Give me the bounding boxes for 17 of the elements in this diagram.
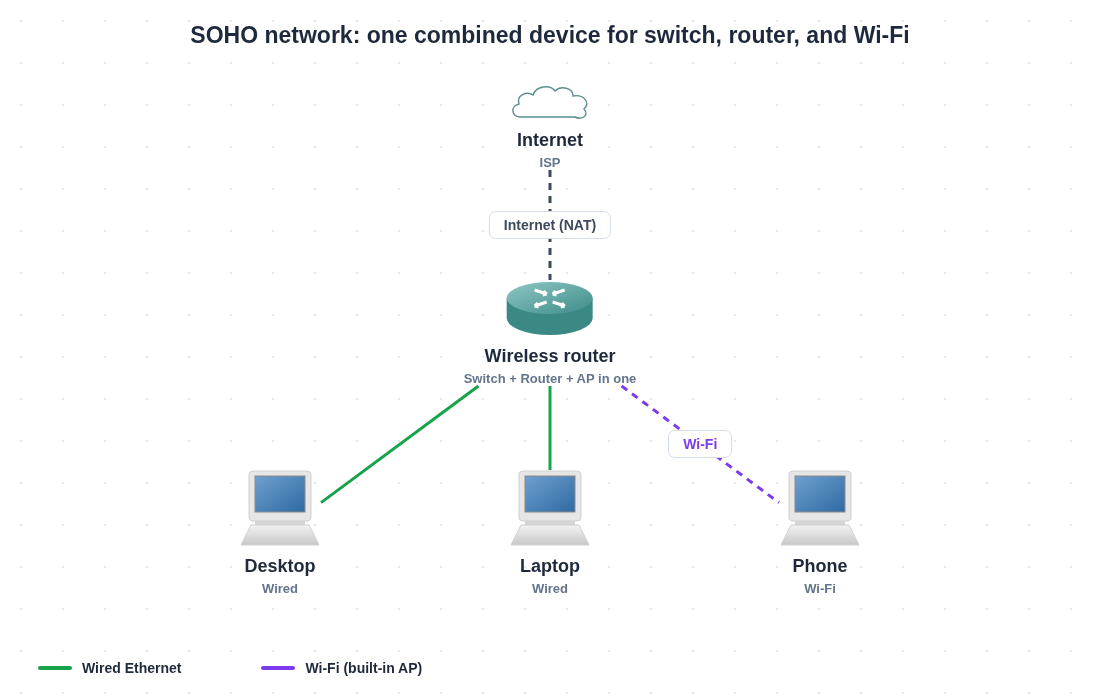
connector-line <box>548 386 552 470</box>
edge-label: Wi-Fi <box>668 430 733 459</box>
edge-label: Internet (NAT) <box>488 211 612 239</box>
device-label: Laptop <box>520 556 580 577</box>
diagram-title: SOHO network: one combined device for switch, router, and Wi-Fi <box>189 22 911 49</box>
device-label: Desktop <box>244 556 316 577</box>
node-subtitle: ISP <box>539 155 561 170</box>
cloud-label: Internet <box>517 130 583 151</box>
connector-line <box>320 384 480 504</box>
device-label: Wireless router <box>484 346 616 367</box>
node-subtitle: Wired <box>262 581 298 596</box>
node-subtitle: Wi-Fi <box>804 581 836 596</box>
legend-label: Wi-Fi (built-in AP) <box>305 660 423 676</box>
device-label: Phone <box>792 556 848 577</box>
node-subtitle: Wired <box>532 581 568 596</box>
legend-label: Wired Ethernet <box>82 660 182 676</box>
node-subtitle: Switch + Router + AP in one <box>463 371 637 386</box>
